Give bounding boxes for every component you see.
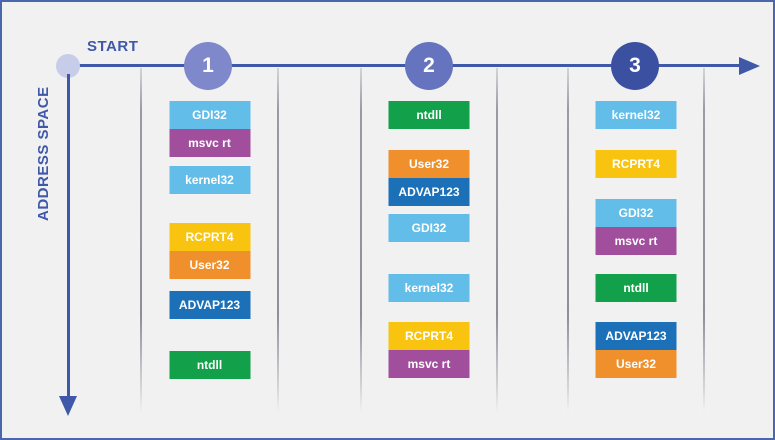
dll-block-user32: User32 — [595, 350, 677, 378]
start-label: START — [87, 38, 139, 55]
dll-block-rcprt4: RCPRT4 — [169, 223, 250, 251]
dll-block-gdi32: GDI32 — [595, 199, 677, 227]
dll-block-kernel32: kernel32 — [595, 101, 677, 129]
dll-block-ntdll: ntdll — [169, 351, 250, 379]
dll-block-msvc-rt: msvc rt — [169, 129, 250, 157]
address-space-label: ADDRESS SPACE — [35, 86, 52, 221]
lane-divider — [496, 68, 498, 412]
dll-block-ntdll: ntdll — [595, 274, 677, 302]
lane-divider — [360, 68, 362, 412]
dll-block-rcprt4: RCPRT4 — [388, 322, 470, 350]
lane-divider — [703, 68, 705, 412]
dll-block-gdi32: GDI32 — [388, 214, 470, 242]
lane-divider — [140, 68, 142, 412]
step-circle-1: 1 — [184, 42, 232, 90]
lane-divider — [567, 68, 569, 412]
dll-block-rcprt4: RCPRT4 — [595, 150, 677, 178]
dll-block-kernel32: kernel32 — [388, 274, 470, 302]
timeline-arrow-icon — [739, 57, 760, 75]
dll-block-user32: User32 — [388, 150, 470, 178]
dll-block-msvc-rt: msvc rt — [388, 350, 470, 378]
step-circle-3: 3 — [611, 42, 659, 90]
dll-block-ntdll: ntdll — [388, 101, 470, 129]
step-circle-2: 2 — [405, 42, 453, 90]
lane-divider — [277, 68, 279, 412]
dll-block-advap123: ADVAP123 — [388, 178, 470, 206]
dll-block-msvc-rt: msvc rt — [595, 227, 677, 255]
address-space-axis-line — [67, 74, 70, 396]
dll-block-advap123: ADVAP123 — [169, 291, 250, 319]
address-space-arrow-icon — [59, 396, 77, 416]
dll-block-kernel32: kernel32 — [169, 166, 250, 194]
dll-block-advap123: ADVAP123 — [595, 322, 677, 350]
dll-block-gdi32: GDI32 — [169, 101, 250, 129]
dll-block-user32: User32 — [169, 251, 250, 279]
